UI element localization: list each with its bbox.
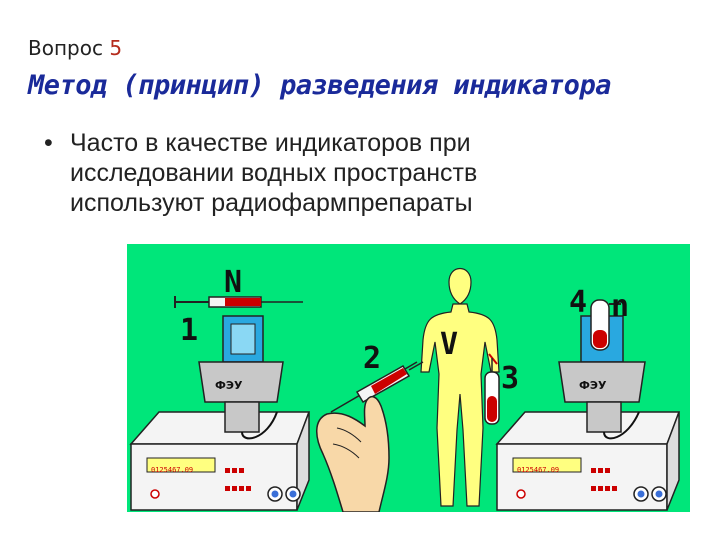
question-number: 5 <box>109 36 123 60</box>
label-v: V <box>440 327 459 362</box>
right-counter-display: 0125467.09 <box>517 466 560 474</box>
label-n-lower: n <box>611 289 630 324</box>
sample-tube <box>484 353 500 425</box>
label-two: 2 <box>363 341 382 376</box>
left-detector <box>198 315 284 440</box>
right-counter-instrument <box>495 411 681 511</box>
figure-drawing <box>129 267 681 512</box>
left-syringe <box>174 296 303 308</box>
label-four: 4 <box>569 285 588 320</box>
indicator-dilution-figure: N 1 2 V 3 4 n ФЭУ ФЭУ 0125467.09 0125467… <box>127 244 690 512</box>
bullet-marker: • <box>44 129 53 157</box>
left-counter-instrument <box>129 411 311 511</box>
right-detector-label: ФЭУ <box>579 379 607 392</box>
bullet-text: Часто в качестве индикаторов при исследо… <box>70 129 478 217</box>
human-figure <box>420 267 500 507</box>
label-three: 3 <box>501 361 520 396</box>
injecting-hand <box>316 361 424 512</box>
slide-title: Метод (принцип) разведения индикатора <box>28 70 611 101</box>
label-one: 1 <box>180 313 199 348</box>
left-detector-label: ФЭУ <box>215 379 243 392</box>
left-counter-display: 0125467.09 <box>151 466 194 474</box>
right-detector <box>558 299 646 440</box>
question-label: Вопрос 5 <box>28 36 122 60</box>
label-n-upper: N <box>224 265 243 300</box>
question-prefix: Вопрос <box>28 36 103 60</box>
